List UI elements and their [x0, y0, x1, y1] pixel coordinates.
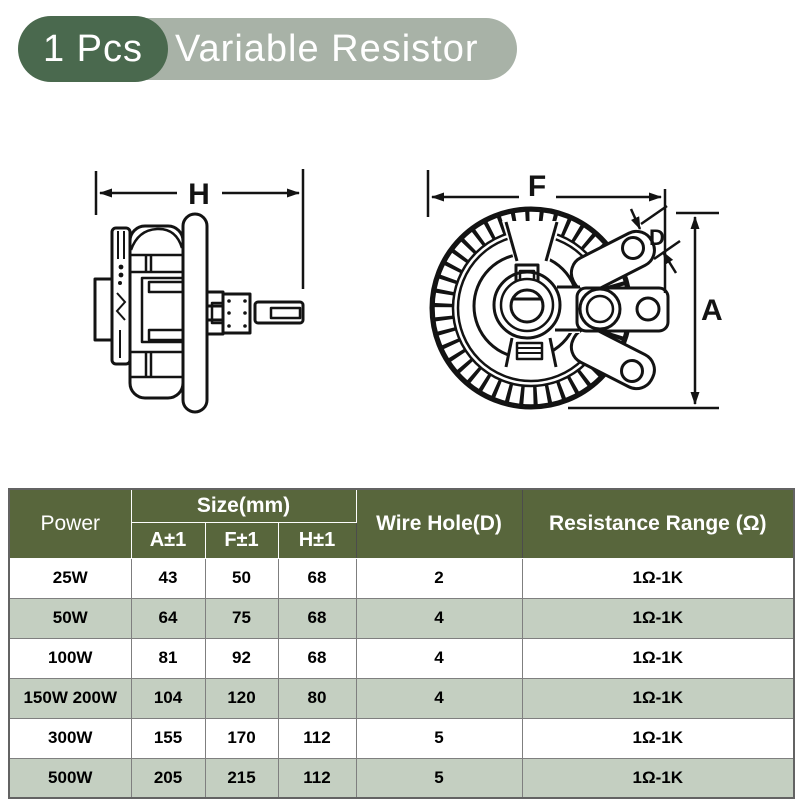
table-row: 150W 200W 104 120 80 4 1Ω-1K — [8, 677, 795, 719]
cell-a: 205 — [130, 757, 206, 799]
product-title: Variable Resistor — [175, 27, 479, 70]
f-dimension-label: F — [528, 170, 546, 203]
cell-wire-hole: 4 — [355, 597, 523, 639]
terminal-lug-middle — [575, 286, 670, 333]
table-row: 25W 43 50 68 2 1Ω-1K — [8, 557, 795, 599]
cell-resistance: 1Ω-1K — [521, 757, 795, 799]
cell-h: 80 — [277, 677, 357, 719]
cell-h: 68 — [277, 637, 357, 679]
table-row: 500W 205 215 112 5 1Ω-1K — [8, 757, 795, 799]
col-header-f: F±1 — [204, 521, 279, 559]
spec-table: Power Size(mm) Wire Hole(D) Resistance R… — [8, 488, 795, 799]
cell-f: 50 — [204, 557, 279, 599]
col-header-wire-hole: Wire Hole(D) — [355, 488, 523, 559]
a-dimension: A — [568, 211, 723, 410]
cell-power: 100W — [8, 637, 132, 679]
terminal-hole-middle — [635, 296, 661, 322]
quantity-label: 1 Pcs — [42, 27, 144, 70]
cell-h: 112 — [277, 717, 357, 759]
cell-resistance: 1Ω-1K — [521, 637, 795, 679]
col-header-a: A±1 — [130, 521, 206, 559]
h-dimension-label: H — [188, 178, 210, 211]
terminal-hole-bottom — [620, 359, 644, 383]
cell-power: 25W — [8, 557, 132, 599]
cell-h: 68 — [277, 557, 357, 599]
cell-wire-hole: 5 — [355, 757, 523, 799]
terminal-lug-top — [569, 229, 656, 294]
terminal-strip — [515, 341, 544, 361]
cell-resistance: 1Ω-1K — [521, 597, 795, 639]
side-view-body — [93, 212, 305, 414]
cell-f: 120 — [204, 677, 279, 719]
mounting-plate — [221, 292, 252, 335]
front-view-diagram: F A D — [426, 170, 723, 410]
col-header-h: H±1 — [277, 521, 357, 559]
cell-f: 75 — [204, 597, 279, 639]
terminal-hole-top — [621, 236, 645, 260]
cell-wire-hole: 5 — [355, 717, 523, 759]
cell-a: 104 — [130, 677, 206, 719]
col-header-size-group: Size(mm) — [130, 488, 357, 523]
cell-h: 68 — [277, 597, 357, 639]
cell-resistance: 1Ω-1K — [521, 717, 795, 759]
shaft-slot — [269, 306, 302, 320]
cell-wire-hole: 4 — [355, 637, 523, 679]
col-header-power: Power — [8, 488, 132, 559]
table-row: 100W 81 92 68 4 1Ω-1K — [8, 637, 795, 679]
shaft-hole — [509, 288, 545, 324]
terminal-lug-bottom — [569, 326, 656, 391]
cell-power: 500W — [8, 757, 132, 799]
cell-power: 50W — [8, 597, 132, 639]
cell-resistance: 1Ω-1K — [521, 557, 795, 599]
cell-f: 215 — [204, 757, 279, 799]
d-dimension-label: D — [649, 225, 665, 250]
shaft-bushing — [492, 270, 562, 340]
cell-a: 43 — [130, 557, 206, 599]
cell-a: 64 — [130, 597, 206, 639]
cell-a: 81 — [130, 637, 206, 679]
cell-power: 150W 200W — [8, 677, 132, 719]
side-view-diagram: H — [93, 169, 305, 414]
cell-f: 170 — [204, 717, 279, 759]
col-header-resistance: Resistance Range (Ω) — [521, 488, 795, 559]
shaft — [253, 300, 305, 325]
d-dimension: D — [629, 204, 681, 274]
ceramic-disc-edge — [181, 212, 209, 414]
quantity-badge: 1 Pcs — [18, 16, 168, 82]
cell-wire-hole: 4 — [355, 677, 523, 719]
cell-h: 112 — [277, 757, 357, 799]
front-view-body — [429, 206, 670, 410]
a-dimension-label: A — [701, 294, 723, 327]
cell-power: 300W — [8, 717, 132, 759]
h-dimension: H — [94, 169, 305, 289]
cell-resistance: 1Ω-1K — [521, 677, 795, 719]
cell-wire-hole: 2 — [355, 557, 523, 599]
cell-a: 155 — [130, 717, 206, 759]
f-dimension: F — [426, 170, 667, 293]
table-row: 50W 64 75 68 4 1Ω-1K — [8, 597, 795, 639]
table-row: 300W 155 170 112 5 1Ω-1K — [8, 717, 795, 759]
cell-f: 92 — [204, 637, 279, 679]
